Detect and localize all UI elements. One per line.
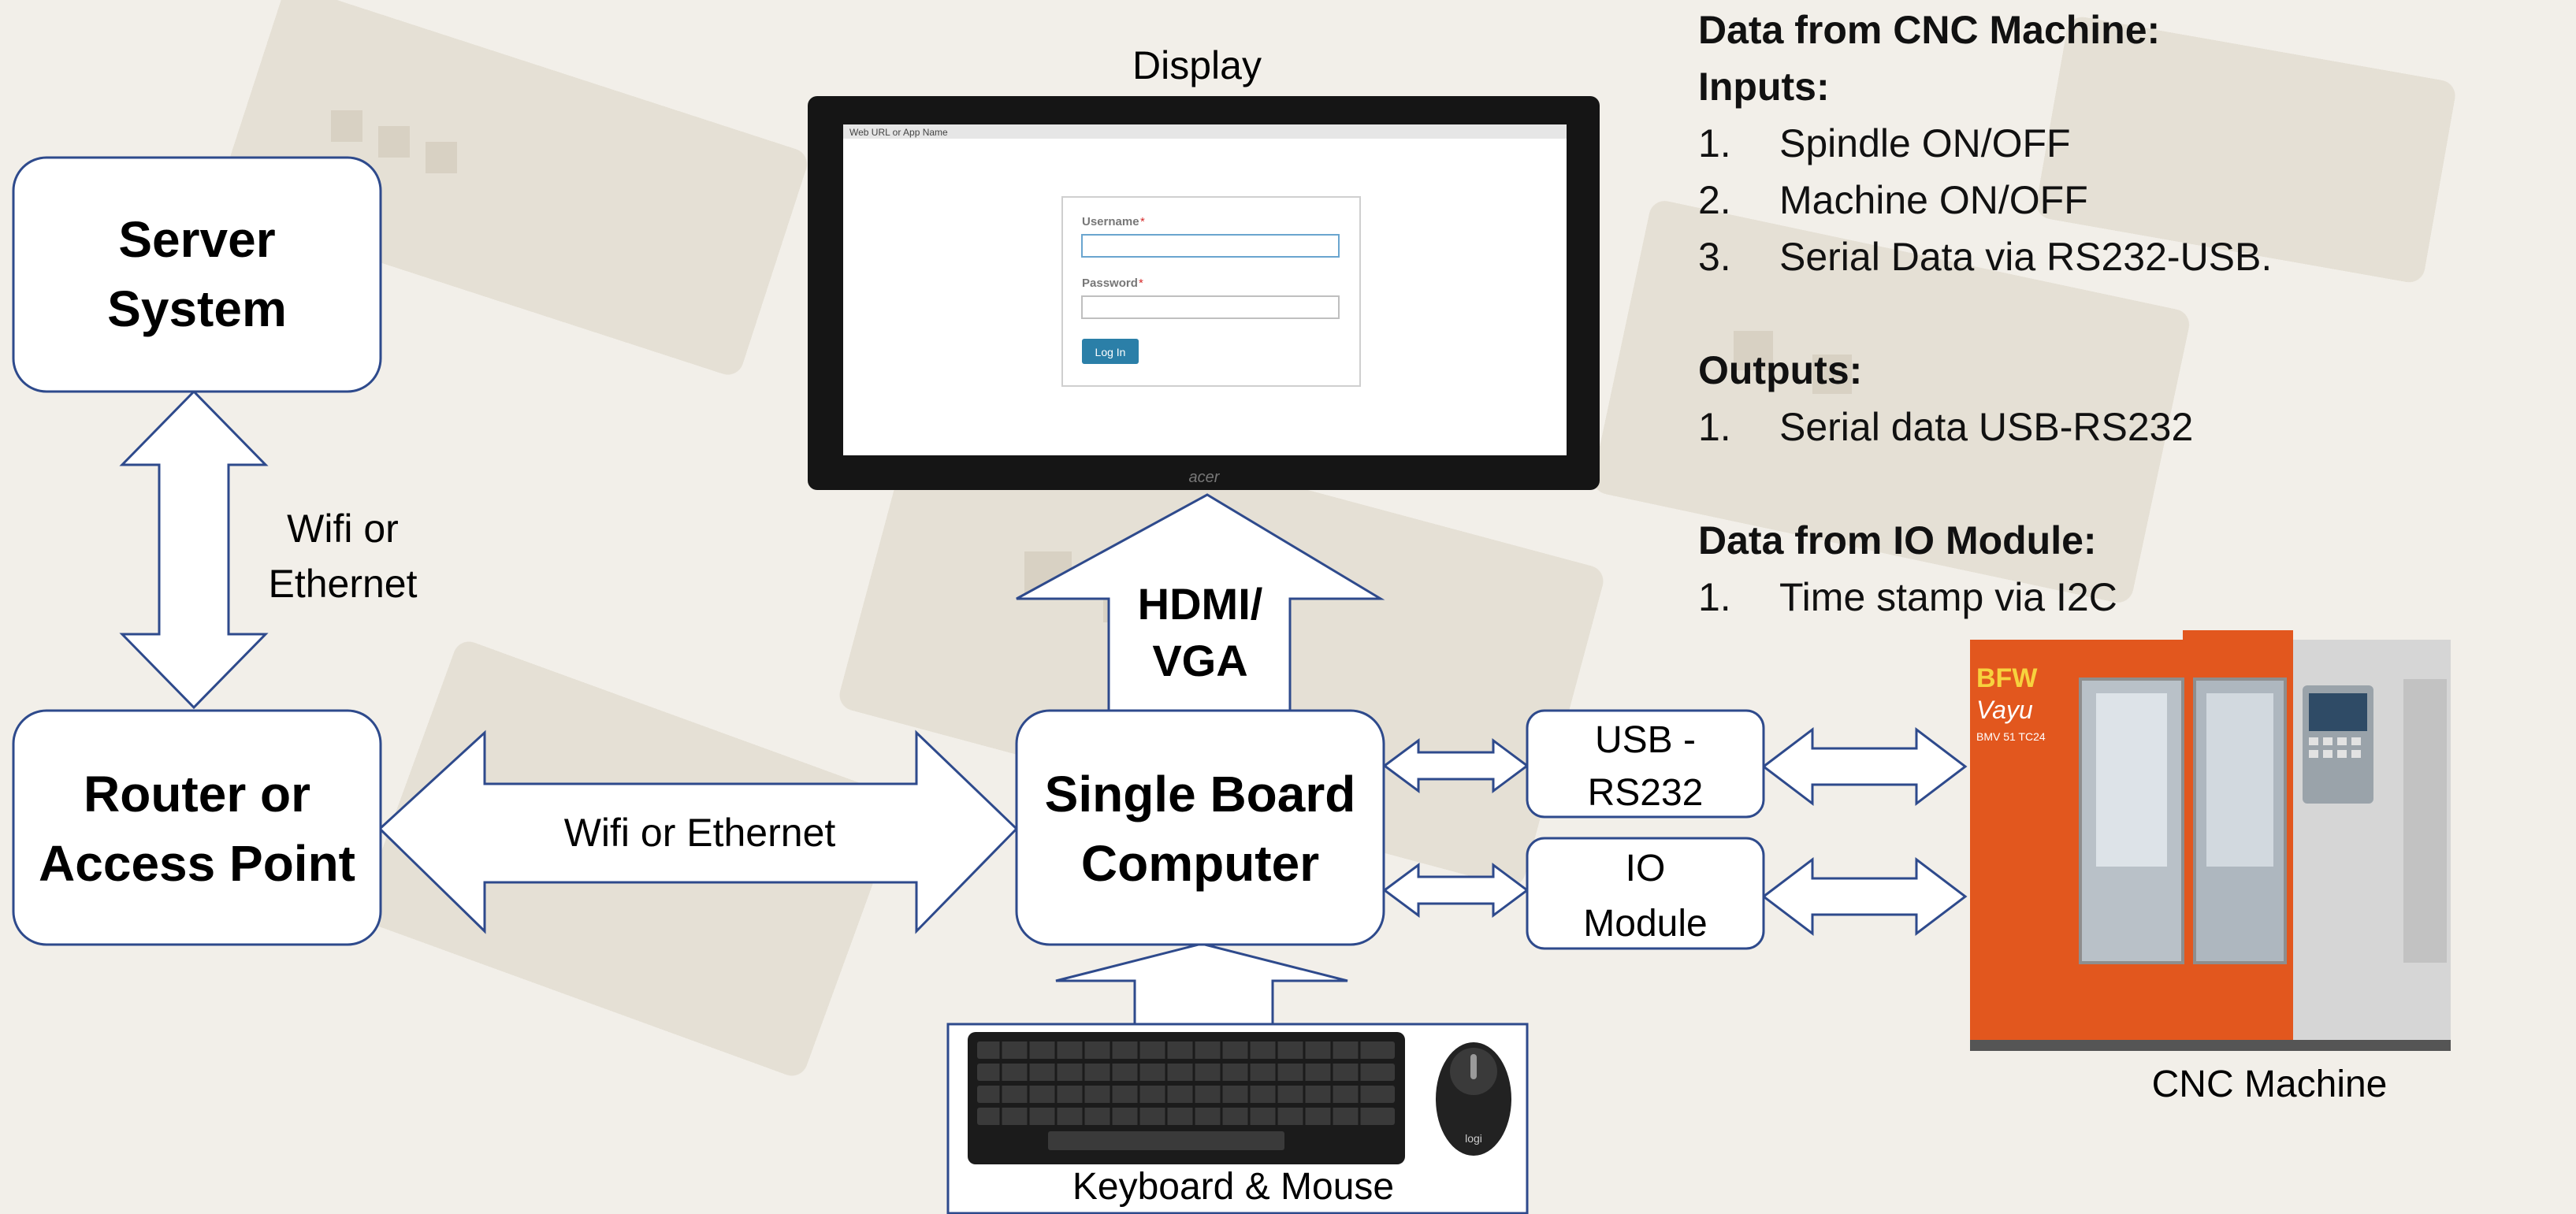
list-number: 1. [1698,575,1731,619]
machine-sub: BMV 51 TC24 [1976,730,2046,743]
screen-login-button [1082,339,1139,364]
screen-login-button-label: Log In [1095,346,1126,358]
hdmi-label-line2: VGA [1152,636,1247,685]
wifi-vertical-label-line1: Wifi or [287,507,399,551]
data-info-panel: Data from CNC Machine: Inputs: 1. Spindl… [1698,2,2565,626]
list-item: 1. Time stamp via I2C [1698,569,2565,626]
single-board-computer-box: Single Board Computer [1015,709,1385,946]
io-module-box: IO Module [1526,837,1765,950]
list-text: Spindle ON/OFF [1779,121,2071,165]
wifi-vertical-label-line2: Ethernet [268,562,417,606]
list-number: 3. [1698,235,1731,279]
machine-brand: BFW [1976,663,2038,693]
list-number: 1. [1698,405,1731,449]
list-text: Machine ON/OFF [1779,178,2088,222]
info-title: Data from CNC Machine: [1698,8,2161,52]
list-text: Serial Data via RS232-USB. [1779,235,2273,279]
inputs-title: Inputs: [1698,65,1830,109]
list-item: 3. Serial Data via RS232-USB. [1698,228,2565,285]
monitor-brand: acer [1189,469,1221,486]
router-box-line2: Access Point [39,835,355,892]
browser-url-bar: Web URL or App Name [849,127,948,138]
router-box-line1: Router or [84,766,310,822]
sbc-usb-arrow [1382,738,1530,793]
keyboard-up-arrow [1055,942,1348,1026]
hdmi-label-line1: HDMI/ [1138,579,1263,629]
list-number: 1. [1698,121,1731,165]
io-title: Data from IO Module: [1698,518,2097,562]
list-number: 2. [1698,178,1731,222]
cnc-machine-illustration: BFW Vayu BMV 51 TC24 CNC Machine [1970,630,2451,1105]
keyboard-mouse-label: Keyboard & Mouse [1072,1166,1394,1208]
list-item: 2. Machine ON/OFF [1698,172,2565,228]
hdmi-up-arrow [1016,493,1385,715]
display-label: Display [1132,43,1262,87]
io-cnc-arrow [1761,856,1968,937]
list-item: 1. Spindle ON/OFF [1698,115,2565,172]
router-access-point-box: Router or Access Point [12,709,382,946]
list-item: 1. Serial data USB-RS232 [1698,399,2565,455]
screen-password-label: Password [1082,277,1138,290]
monitor-illustration: Web URL or App Name Username * Password … [808,96,1600,490]
wifi-horizontal-label: Wifi or Ethernet [564,811,836,855]
sbc-io-arrow [1382,863,1530,918]
server-box-line2: System [107,280,287,337]
screen-password-input [1081,295,1340,319]
usb-box-line1: USB - [1595,719,1696,761]
required-star: * [1139,277,1143,290]
sbc-box-line2: Computer [1081,835,1319,892]
server-system-box: Server System [12,156,382,393]
usb-box-line2: RS232 [1588,772,1704,814]
screen-username-label: Username [1082,215,1139,228]
usb-rs232-box: USB - RS232 [1526,709,1765,819]
machine-model: Vayu [1976,696,2033,724]
wifi-vertical-arrow [119,389,269,710]
keyboard-mouse-box: logi Keyboard & Mouse [946,1023,1529,1214]
mouse-brand: logi [1465,1132,1482,1145]
usb-cnc-arrow [1761,726,1968,807]
sbc-box-line1: Single Board [1045,766,1356,822]
screen-username-input [1081,234,1340,258]
outputs-title: Outputs: [1698,348,1863,392]
required-star: * [1140,215,1145,228]
list-text: Time stamp via I2C [1779,575,2117,619]
io-box-line1: IO [1626,848,1666,889]
cnc-machine-label: CNC Machine [2152,1064,2388,1105]
server-box-line1: Server [118,211,275,268]
io-box-line2: Module [1583,903,1707,945]
list-text: Serial data USB-RS232 [1779,405,2194,449]
